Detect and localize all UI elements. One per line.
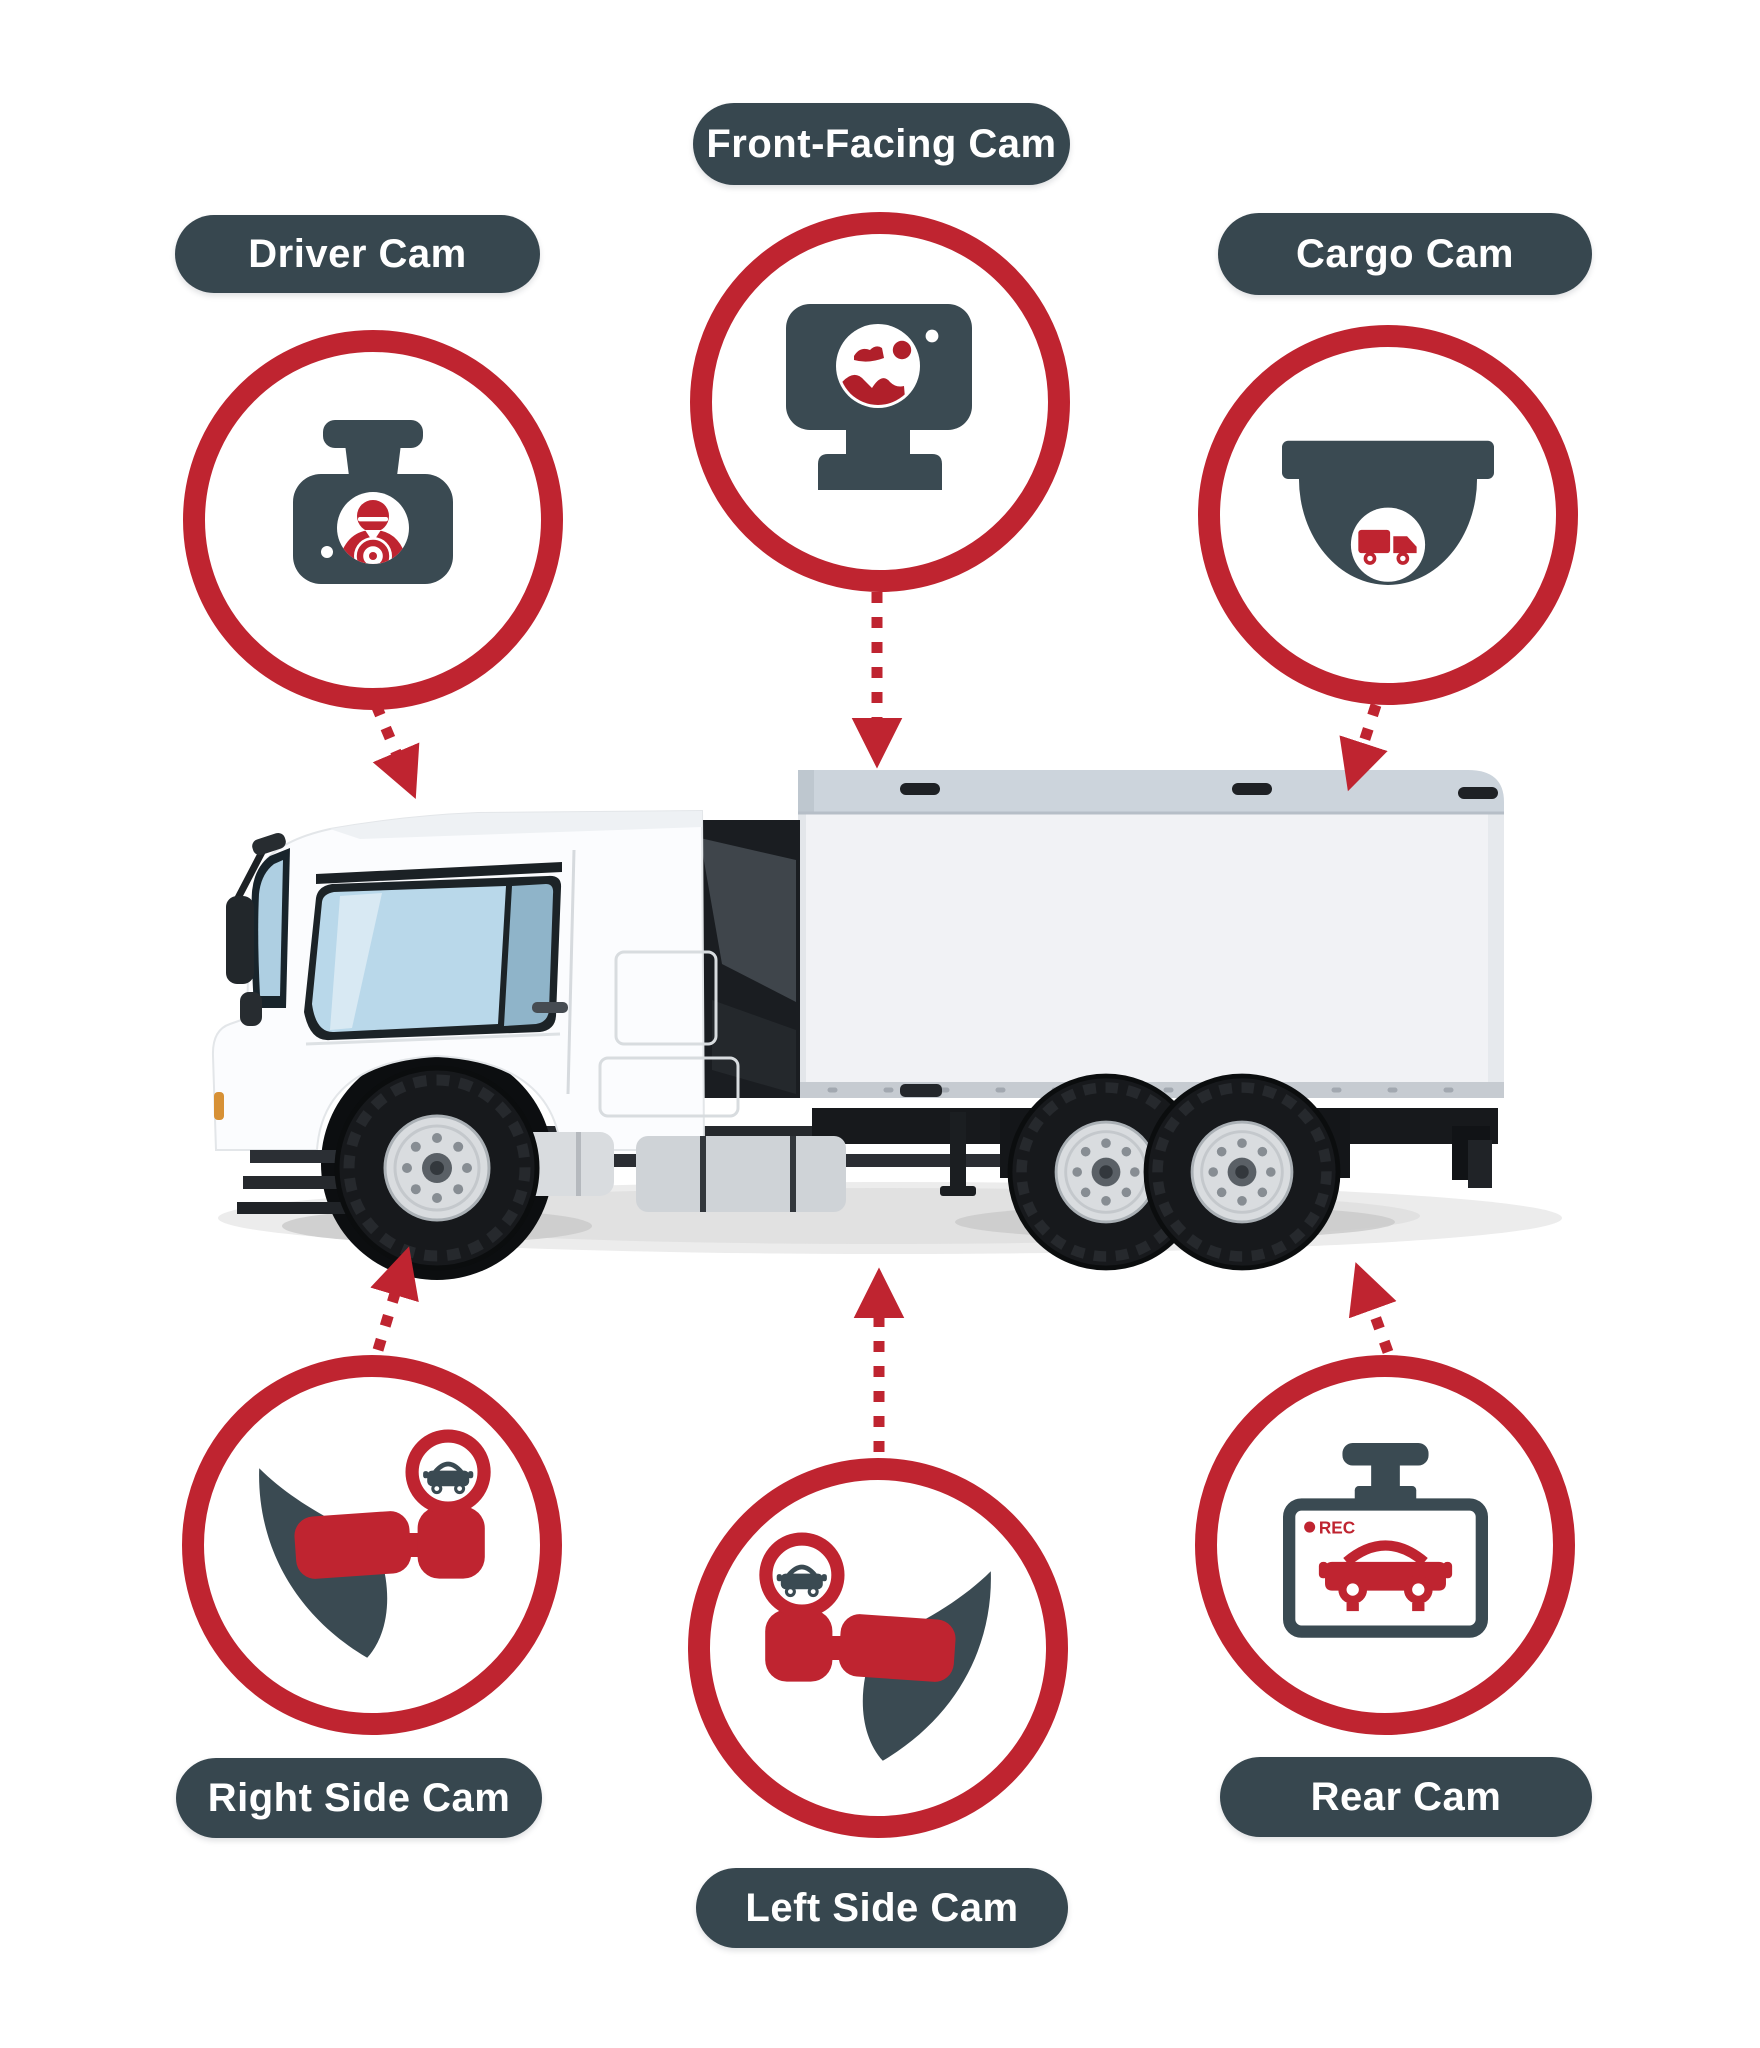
side-mirror-camera-icon-mirrored [758,1528,998,1768]
camera-label-front-facing-cam: Front-Facing Cam [693,103,1070,185]
camera-icon-circle-front [690,212,1070,592]
cab-trailer-gap [690,820,800,1098]
camera-icon-circle-right [182,1355,562,1735]
rear-view-monitor-icon: REC [1282,1442,1488,1638]
camera-label-driver-cam: Driver Cam [175,215,540,293]
camera-icon-circle-left [688,1458,1068,1838]
camera-label-rear-cam: Rear Cam [1220,1757,1592,1837]
camera-label-left-side-cam: Left Side Cam [696,1868,1068,1948]
front-wheel [337,1068,537,1268]
camera-label-cargo-cam: Cargo Cam [1218,213,1592,295]
trailer-box [798,770,1504,1098]
dome-camera-truck-icon [1282,440,1494,585]
side-mirror-camera-icon [259,1429,491,1658]
rec-indicator-label: REC [1318,1517,1354,1537]
camera-label-right-side-cam: Right Side Cam [176,1758,542,1838]
camera-icon-circle-cargo [1198,325,1578,705]
dash-cam-driver-icon [293,420,453,584]
rear-wheel-2 [1146,1076,1338,1268]
camera-icon-circle-rear: REC [1195,1355,1575,1735]
camera-icon-circle-driver [183,330,563,710]
webcam-monitor-icon [786,304,972,490]
